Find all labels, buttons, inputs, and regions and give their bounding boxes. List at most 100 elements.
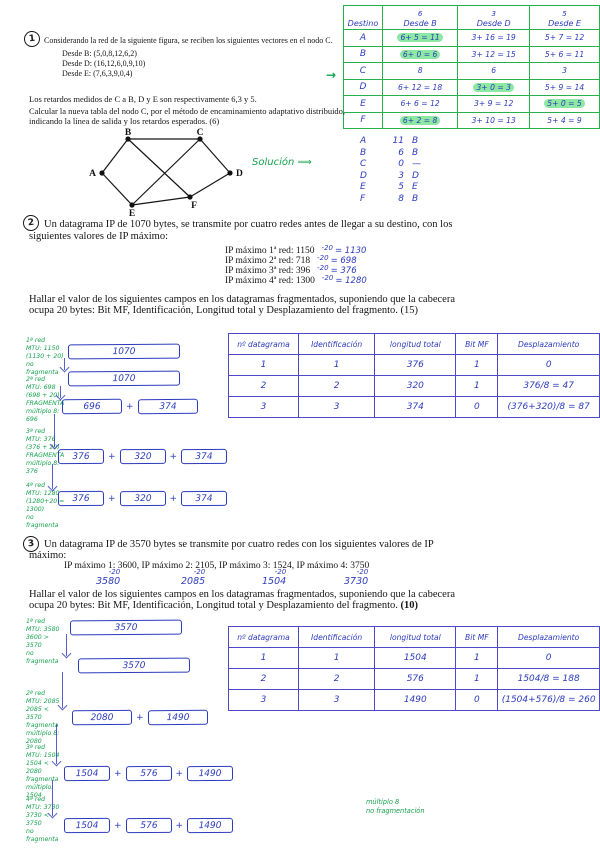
text-line: Desde E: (7,6,3,9,0,4) <box>62 69 133 78</box>
plus-sign: + <box>108 451 116 462</box>
plus-sign: + <box>114 820 122 831</box>
cost-value: 3+ 16 = 19 <box>471 33 516 43</box>
result-annotation: 1504 <box>262 576 287 587</box>
graph-edge <box>189 172 231 198</box>
destination-cell: C <box>343 62 383 80</box>
ip-minus-annotation: -20 <box>317 264 329 272</box>
down-arrow-icon <box>64 358 65 370</box>
column-header: Bit MF <box>455 333 499 355</box>
row-c-arrow-icon: → <box>326 68 337 82</box>
delay-superscript: 5 <box>562 10 567 18</box>
fragment-box: 376 <box>57 448 105 465</box>
text-line: 3ª red <box>26 428 46 435</box>
down-arrow-icon <box>54 414 55 447</box>
q3-frag-row-5: 1504+576+1490 <box>63 817 234 834</box>
fragment-box: 376 <box>57 490 105 507</box>
column-header: Identificación <box>298 333 376 355</box>
text-line: (698 + 20) <box>26 392 60 400</box>
column-header: Identificación <box>298 626 376 648</box>
ip-minus-annotation: -20 <box>321 244 333 252</box>
destination-cell: B <box>343 45 383 63</box>
solution-label-text: Solución <box>252 157 295 168</box>
text-line: 4ª red <box>26 796 46 803</box>
text-line: (1280+20 = 1300) <box>26 498 65 514</box>
cost-value: 5+ 6 = 11 <box>544 49 585 59</box>
fragment-box: 3570 <box>69 619 183 636</box>
ip-minus-annotation: -20 <box>317 254 329 262</box>
cost-cell: 3+ 9 = 12 <box>457 95 531 113</box>
cost-value: 3+ 0 = 3 <box>473 82 514 92</box>
text-line: múltiplo 8: 2080 <box>26 730 60 746</box>
q3-hand-value-3: -20 1504 <box>262 568 286 587</box>
q2-task-line2: ocupa 20 bytes: Bit MF, Identificación, … <box>29 305 419 316</box>
q3-frag-row-4: 1504+576+1490 <box>63 765 234 782</box>
fragment-box: 1490 <box>187 765 234 782</box>
q3-hand-value-4: -20 3730 <box>344 568 368 587</box>
cost-cell: 5+ 0 = 5 <box>529 95 600 113</box>
cost-cell: 3+ 0 = 3 <box>457 78 531 96</box>
delay-superscript: 3 <box>491 10 496 18</box>
table-cell: 1 <box>455 668 499 690</box>
graph-edge <box>101 138 129 174</box>
cost-value: 6+ 5 = 11 <box>397 33 443 43</box>
solution-cost: 6 <box>398 147 404 158</box>
text-line: 1ª red <box>26 618 46 625</box>
table-cell: 1 <box>298 354 376 376</box>
result-annotation: 3580 <box>96 576 121 587</box>
text-line: fragmenta <box>26 776 59 784</box>
ip-max-line: IP máximo 3ª red: 396-20= 376 <box>225 263 367 276</box>
q3-frag-row-1: 3570 <box>69 619 183 636</box>
q3-task-line2-text: ocupa 20 bytes: Bit MF, Identificación, … <box>29 600 401 611</box>
cost-cell: 5+ 9 = 14 <box>529 78 600 96</box>
question-2-number: 2 <box>22 214 40 232</box>
fragment-box: 1490 <box>147 709 208 726</box>
ip-result-annotation: = 698 <box>330 256 357 266</box>
question-2-number-text: 2 <box>27 217 35 229</box>
solution-destination: A <box>360 136 367 146</box>
text-line: 3600 > 3570 <box>26 634 49 650</box>
text-line: múltiplo 8: 696 <box>26 408 60 424</box>
plus-sign: + <box>126 401 134 412</box>
question-1-number: 1 <box>23 30 41 48</box>
cost-value: 3 <box>562 66 567 76</box>
graph-edge <box>131 196 191 206</box>
graph-edge <box>199 138 231 174</box>
cost-value: 6+ 0 = 6 <box>399 49 441 59</box>
text-line: fragmenta <box>26 722 59 730</box>
text-line: MTU: 1280 <box>26 490 60 498</box>
graph-edge <box>101 172 133 206</box>
fragment-box: 374 <box>181 490 228 507</box>
graph-node-label: F <box>191 201 197 211</box>
column-header: Desplazamiento <box>497 333 600 355</box>
text-line: Desde B: (5,0,8,12,6,2) <box>62 49 137 58</box>
table-cell: 376/8 = 47 <box>497 375 600 397</box>
q3-intro-line2: máximo: <box>29 550 67 561</box>
q3-task-line1: Hallar el valor de los siguientes campos… <box>29 589 455 600</box>
table-cell: 374 <box>374 396 457 418</box>
table-cell: 1 <box>298 647 376 669</box>
delay-superscript: 6 <box>417 10 423 18</box>
minus-annotation: -20 <box>356 568 369 576</box>
cost-value: 6 <box>491 66 497 76</box>
fragment-box: 1070 <box>67 343 181 360</box>
cost-value: 6+ 6 = 12 <box>400 99 440 109</box>
table-cell: 1490 <box>374 689 457 711</box>
text-line: (376 + 20) <box>26 444 60 452</box>
column-header-label: Desde B <box>403 19 437 28</box>
solution-line: D <box>412 170 419 181</box>
text-line: MTU: 1504 <box>26 752 60 760</box>
cost-cell: 6 <box>457 62 531 80</box>
down-arrow-icon <box>62 672 63 708</box>
text-line: 4ª red <box>26 482 46 489</box>
plus-sign: + <box>175 768 184 779</box>
